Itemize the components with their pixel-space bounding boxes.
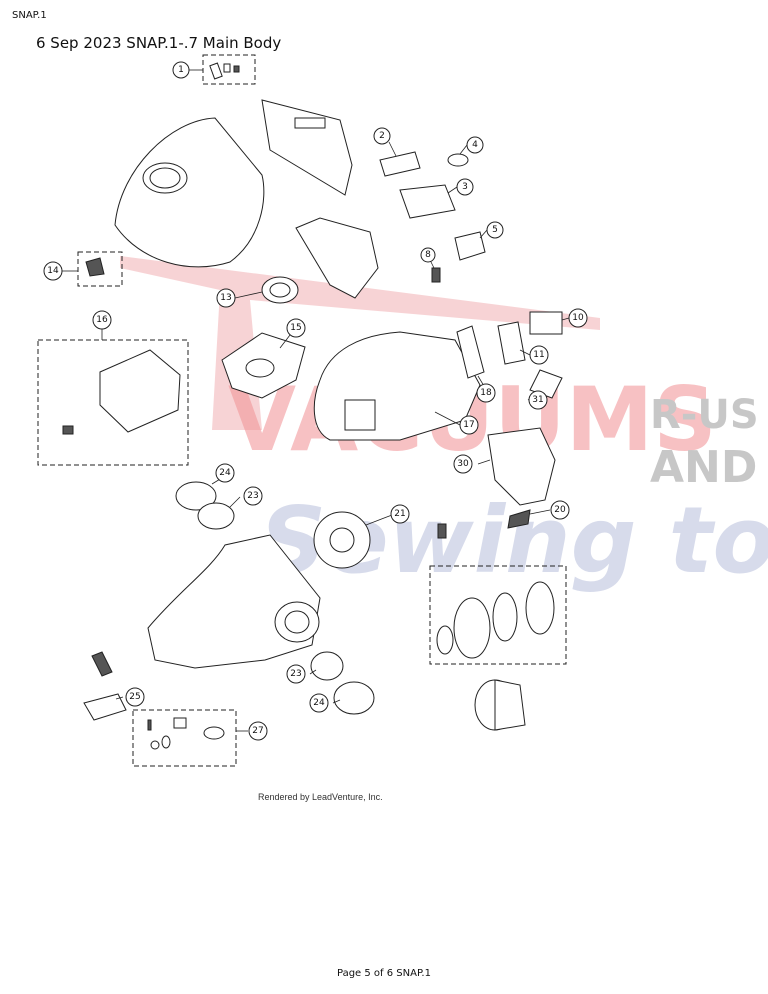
group-box-27 <box>132 709 237 767</box>
svg-text:30: 30 <box>457 459 469 469</box>
render-credit: Rendered by LeadVenture, Inc. <box>258 792 383 802</box>
svg-text:3: 3 <box>462 182 468 192</box>
svg-text:4: 4 <box>472 140 478 150</box>
group-box-motor <box>429 565 567 665</box>
watermark-rus: R-US <box>650 392 759 438</box>
group-box-1 <box>202 54 256 85</box>
callout-25: 25 <box>125 687 145 707</box>
svg-text:23: 23 <box>290 669 301 679</box>
parts <box>62 62 563 750</box>
callout-23-bottom: 23 <box>286 664 306 684</box>
watermark-and: AND <box>650 442 757 493</box>
svg-text:16: 16 <box>96 315 108 325</box>
callout-20: 20 <box>550 500 570 520</box>
callout-30: 30 <box>453 454 473 474</box>
callout-24-bottom: 24 <box>309 693 329 713</box>
svg-text:24: 24 <box>313 698 325 708</box>
svg-text:14: 14 <box>47 266 59 276</box>
svg-text:18: 18 <box>480 388 492 398</box>
callout-2: 2 <box>373 127 391 145</box>
callout-4: 4 <box>466 136 484 154</box>
callout-5: 5 <box>486 221 504 239</box>
svg-text:11: 11 <box>533 350 544 360</box>
top-cover-part <box>114 117 265 268</box>
svg-text:5: 5 <box>492 225 498 235</box>
page-footer: Page 5 of 6 SNAP.1 <box>337 968 431 979</box>
svg-text:25: 25 <box>129 692 140 702</box>
svg-text:13: 13 <box>220 293 231 303</box>
callout-16: 16 <box>92 310 112 330</box>
callout-27: 27 <box>248 721 268 741</box>
callout-10: 10 <box>568 308 588 328</box>
callout-24-top: 24 <box>215 463 235 483</box>
svg-text:8: 8 <box>425 250 431 260</box>
callout-14: 14 <box>43 261 63 281</box>
watermark-logo: VACUUMS R-US AND Sewing too <box>120 256 768 594</box>
callout-15: 15 <box>286 318 306 338</box>
callout-11: 11 <box>529 345 549 365</box>
page-label: SNAP.1 <box>12 10 47 21</box>
callout-1: 1 <box>172 61 190 79</box>
svg-text:21: 21 <box>394 509 405 519</box>
callout-3: 3 <box>456 178 474 196</box>
callout-23-top: 23 <box>243 486 263 506</box>
callout-17: 17 <box>459 415 479 435</box>
svg-text:27: 27 <box>252 726 263 736</box>
svg-text:15: 15 <box>290 323 301 333</box>
svg-text:2: 2 <box>379 131 385 141</box>
svg-text:20: 20 <box>554 505 566 515</box>
svg-text:1: 1 <box>178 65 184 75</box>
diagram-title: 6 Sep 2023 SNAP.1-.7 Main Body <box>36 34 282 52</box>
svg-text:23: 23 <box>247 491 258 501</box>
svg-text:24: 24 <box>219 468 231 478</box>
callout-21: 21 <box>390 504 410 524</box>
svg-text:17: 17 <box>463 420 474 430</box>
group-box-14 <box>77 251 123 287</box>
svg-text:10: 10 <box>572 313 584 323</box>
callout-31: 31 <box>528 390 548 410</box>
group-box-16 <box>37 339 189 466</box>
callout-18: 18 <box>476 383 496 403</box>
callout-13: 13 <box>216 288 236 308</box>
callout-8: 8 <box>420 247 436 263</box>
svg-text:31: 31 <box>532 395 543 405</box>
